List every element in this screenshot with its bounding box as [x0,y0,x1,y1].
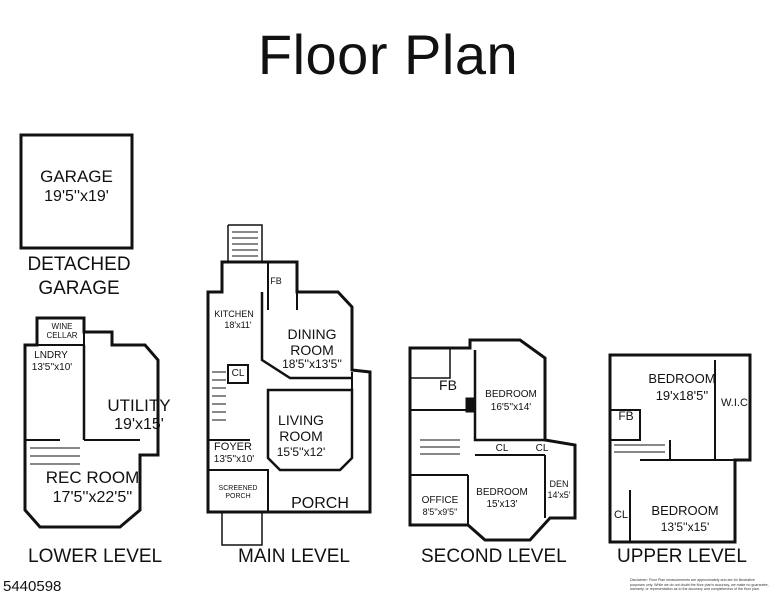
kitchen-dim: 18'x11' [224,320,252,330]
lower-level-outline [23,316,160,529]
garage-outline [19,133,134,250]
closet-main-label: CL [231,368,245,379]
dining-room-dim: 18'5''x13'5'' [282,357,342,371]
bedroom-second-b-dim: 15'x13' [486,499,518,510]
level-label-main: MAIN LEVEL [238,546,350,567]
bedroom-second-a-name: BEDROOM [485,389,537,400]
dining-room-name: DINING ROOM [287,326,337,359]
level-label-second: SECOND LEVEL [421,546,567,567]
living-room-name: LIVING ROOM [278,412,324,445]
office-dim: 8'5''x9'5'' [422,507,458,517]
closet-second-a-label: CL [495,443,509,454]
bedroom-upper-a-name: BEDROOM [648,371,716,386]
bedroom-second-b-name: BEDROOM [476,487,528,498]
wine-cellar-label: WINE CELLAR [46,322,78,341]
laundry-dim: 13'5''x10' [31,362,73,373]
foyer-name: FOYER [214,441,252,453]
page-title: Floor Plan [257,23,519,86]
rec-room-dim: 17'5''x22'5'' [52,489,133,506]
level-label-detached-garage: DETACHED GARAGE [27,254,131,299]
den-dim: 14'x5' [547,490,571,500]
living-room-dim: 15'5''x12' [276,445,326,459]
disclaimer-text: Disclaimer: Floor Plan measurements are … [630,578,769,592]
screened-porch-label: SCREENED PORCH [218,485,258,501]
foyer-dim: 13'5''x10' [213,454,255,465]
walk-in-closet-label: W.I.C. [721,397,751,409]
garage-name: GARAGE [40,167,113,186]
utility-dim: 19'x15' [114,416,164,433]
bedroom-upper-b-dim: 13'5''x15' [660,520,710,534]
main-level-outline [206,260,372,514]
porch-label: PORCH [291,495,349,512]
closet-upper-label: CL [613,509,629,521]
rec-room-name: REC ROOM [45,468,140,487]
fb-upper-label: FB [618,409,634,423]
garage-dim: 19'5''x19' [44,188,109,205]
bedroom-upper-b-name: BEDROOM [651,503,719,518]
fb-second-label: FB [439,377,457,393]
fb-main-label: FB [270,276,282,286]
closet-second-b-label: CL [535,443,549,454]
bedroom-second-a-dim: 16'5''x14' [490,402,532,413]
laundry-name: LNDRY [34,350,68,361]
den-name: DEN [549,479,569,489]
kitchen-name: KITCHEN [214,309,254,319]
office-name: OFFICE [421,495,459,506]
utility-name: UTILITY [107,396,171,415]
level-label-upper: UPPER LEVEL [617,546,747,567]
level-label-lower: LOWER LEVEL [28,546,163,567]
second-level-outline [408,338,577,542]
bedroom-upper-a-dim: 19'x18'5'' [655,388,709,403]
listing-id: 5440598 [3,578,62,595]
